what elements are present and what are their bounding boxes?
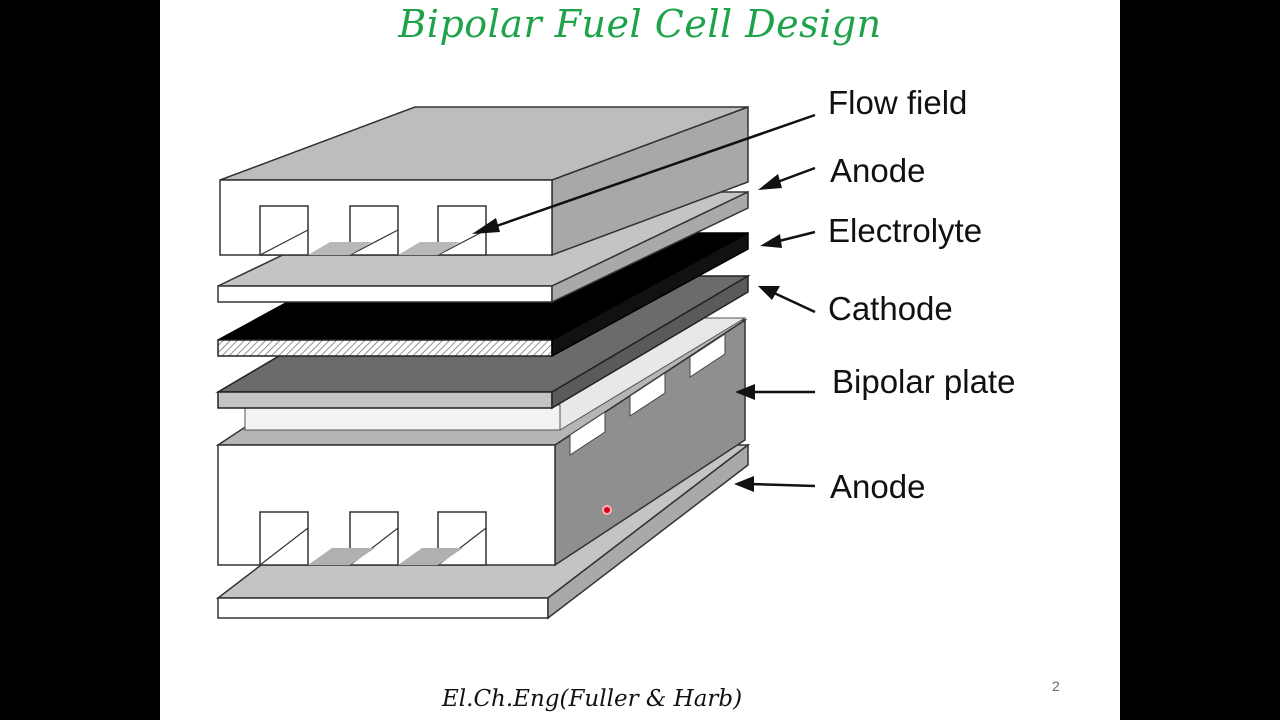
slide-footer: El.Ch.Eng(Fuller & Harb) — [442, 686, 743, 712]
label-bipolar-plate: Bipolar plate — [832, 363, 1015, 400]
flow-field-layer — [219, 105, 749, 257]
page-number: 2 — [1052, 678, 1060, 694]
leader-arrows — [472, 113, 816, 492]
slide: Bipolar Fuel Cell Design — [160, 0, 1120, 720]
label-anode-bottom: Anode — [830, 468, 925, 505]
label-anode-top: Anode — [830, 152, 925, 189]
label-flow-field: Flow field — [828, 84, 967, 121]
laser-pointer-dot — [602, 505, 612, 515]
fuel-cell-diagram: Flow field Anode Electrolyte Cathode Bip… — [215, 84, 1015, 620]
label-electrolyte: Electrolyte — [828, 212, 982, 249]
slide-title: Bipolar Fuel Cell Design — [398, 2, 882, 46]
label-cathode: Cathode — [828, 290, 953, 327]
